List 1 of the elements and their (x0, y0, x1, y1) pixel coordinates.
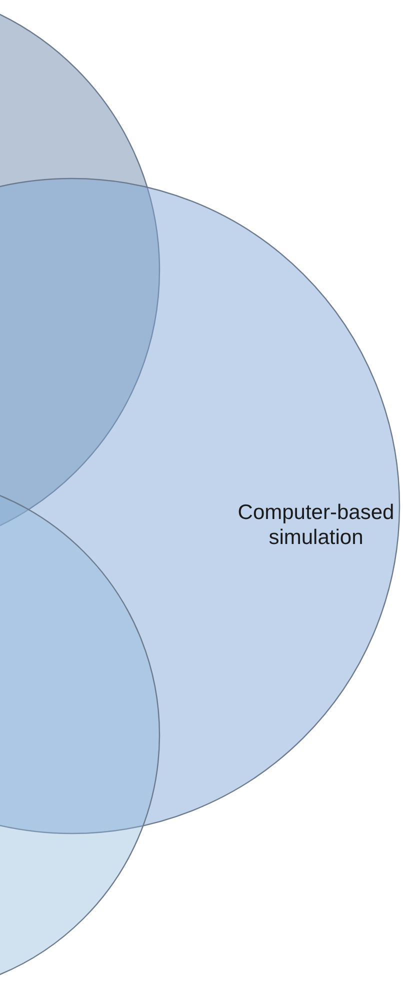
circle-label: Computer-based simulation (236, 500, 396, 550)
